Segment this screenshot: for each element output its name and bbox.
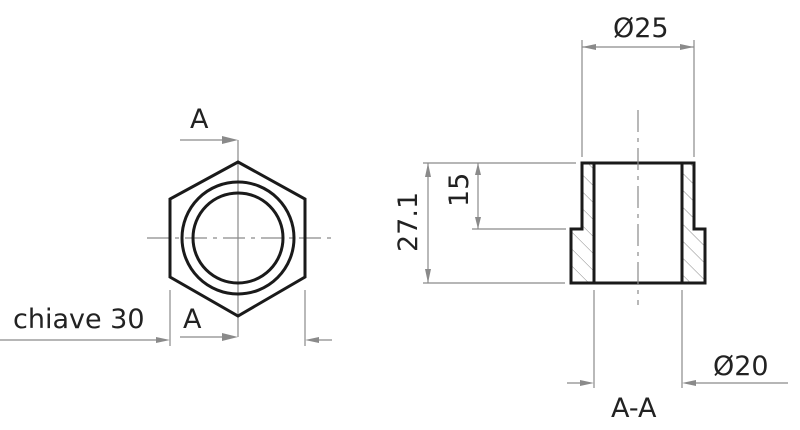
arrow-icon	[156, 337, 170, 343]
arrow-icon	[222, 136, 238, 144]
arrow-icon	[425, 269, 431, 283]
wrench-size-dimension: chiave 30	[0, 290, 332, 346]
outer-circle	[180, 180, 296, 296]
section-label-top: A	[190, 104, 209, 135]
arrow-icon	[582, 44, 596, 50]
arrow-icon	[305, 337, 319, 343]
upper-height-label: 15	[444, 173, 475, 207]
wrench-size-label: chiave 30	[13, 304, 145, 335]
arrow-icon	[682, 380, 696, 386]
section-marker-bottom: A	[180, 304, 238, 341]
inner-diameter-dimension: Ø20	[567, 290, 788, 388]
outer-diameter-dimension: Ø25	[581, 13, 695, 157]
inner-circle	[191, 191, 285, 285]
outer-diameter-label: Ø25	[613, 13, 669, 44]
arrow-icon	[475, 163, 481, 175]
section-outline	[569, 161, 707, 285]
arrow-icon	[475, 217, 481, 229]
section-marker-top: A	[180, 104, 238, 144]
inner-diameter-label: Ø20	[713, 351, 769, 382]
arrow-icon	[580, 380, 594, 386]
arrow-icon	[680, 44, 694, 50]
arrow-icon	[425, 163, 431, 177]
section-label-bottom: A	[183, 304, 202, 335]
front-view: A A chiave 30	[0, 104, 337, 346]
upper-height-dimension: 15	[444, 163, 566, 230]
section-view: Ø25 27.1 15 Ø20 A-A	[393, 13, 788, 424]
total-height-label: 27.1	[393, 192, 424, 252]
total-height-dimension: 27.1	[393, 162, 576, 284]
arrow-icon	[222, 333, 238, 341]
section-title: A-A	[611, 393, 657, 424]
hexagon-outline	[168, 160, 307, 318]
